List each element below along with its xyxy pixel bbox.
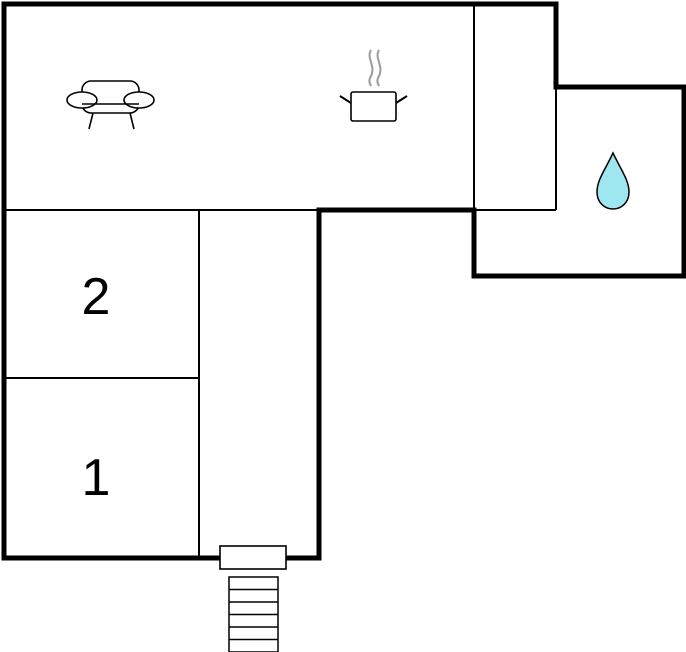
outer-walls	[1, 1, 686, 561]
entrance-door	[219, 545, 287, 570]
interior-walls	[4, 4, 557, 558]
room-number-2: 2	[82, 268, 111, 326]
sofa-icon	[66, 80, 155, 130]
entrance-stairs-icon	[228, 576, 279, 652]
water-drop-icon	[596, 151, 630, 210]
room-number-1: 1	[82, 449, 111, 507]
cooking-pot-icon	[339, 49, 408, 122]
